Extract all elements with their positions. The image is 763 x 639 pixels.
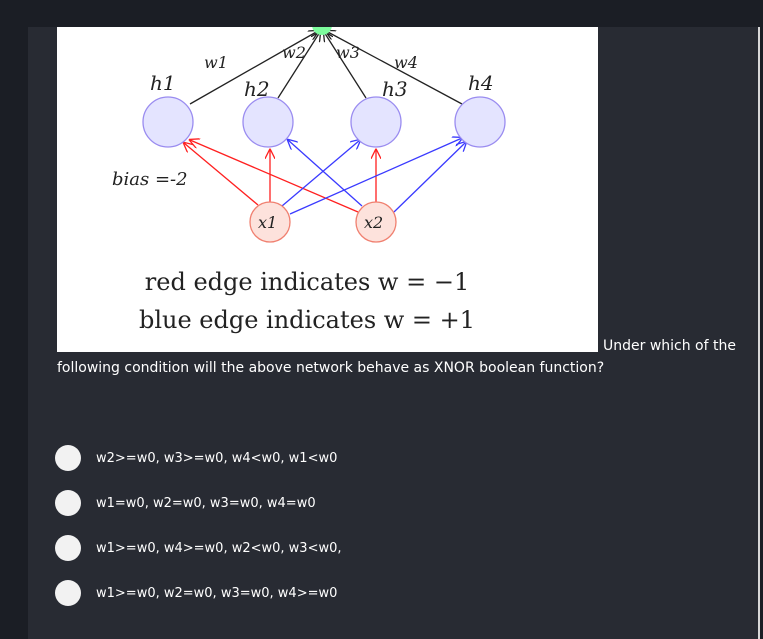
network-diagram: h1 h2 h3 h4 w1 w2 w3 w4 x1 x2 bias =-2 r… <box>57 27 598 352</box>
w2-label: w2 <box>282 43 306 62</box>
option-label: w1=w0, w2=w0, w3=w0, w4=w0 <box>96 495 316 511</box>
radio-button[interactable] <box>55 535 81 561</box>
h1-label: h1 <box>150 71 176 95</box>
w4-label: w4 <box>394 53 418 72</box>
output-node <box>312 27 332 35</box>
legend-red: red edge indicates w = −1 <box>145 268 469 296</box>
option-label: w1>=w0, w4>=w0, w2<w0, w3<w0, <box>96 540 342 556</box>
option-2[interactable]: w1=w0, w2=w0, w3=w0, w4=w0 <box>55 490 316 516</box>
bias-label: bias =-2 <box>112 169 188 190</box>
w1-label: w1 <box>204 53 228 72</box>
radio-button[interactable] <box>55 580 81 606</box>
hidden-nodes <box>142 96 506 148</box>
input-nodes <box>249 201 397 243</box>
option-4[interactable]: w1>=w0, w2=w0, w3=w0, w4>=w0 <box>55 580 337 606</box>
output-edges <box>189 31 463 105</box>
radio-button[interactable] <box>55 445 81 471</box>
h2-label: h2 <box>244 77 270 101</box>
radio-button[interactable] <box>55 490 81 516</box>
x2-label: x2 <box>364 213 383 232</box>
option-1[interactable]: w2>=w0, w3>=w0, w4<w0, w1<w0 <box>55 445 337 471</box>
w3-label: w3 <box>336 43 360 62</box>
red-edges <box>184 140 376 213</box>
question-text: Under which of the <box>603 338 736 354</box>
option-3[interactable]: w1>=w0, w4>=w0, w2<w0, w3<w0, <box>55 535 342 561</box>
blue-edges <box>281 138 466 215</box>
option-label: w2>=w0, w3>=w0, w4<w0, w1<w0 <box>96 450 338 466</box>
x1-label: x1 <box>258 213 277 232</box>
question-text-continued: following condition will the above netwo… <box>57 360 605 376</box>
legend-blue: blue edge indicates w = +1 <box>139 306 475 334</box>
option-label: w1>=w0, w2=w0, w3=w0, w4>=w0 <box>96 585 338 601</box>
h4-label: h4 <box>468 71 494 95</box>
h3-label: h3 <box>382 77 408 101</box>
